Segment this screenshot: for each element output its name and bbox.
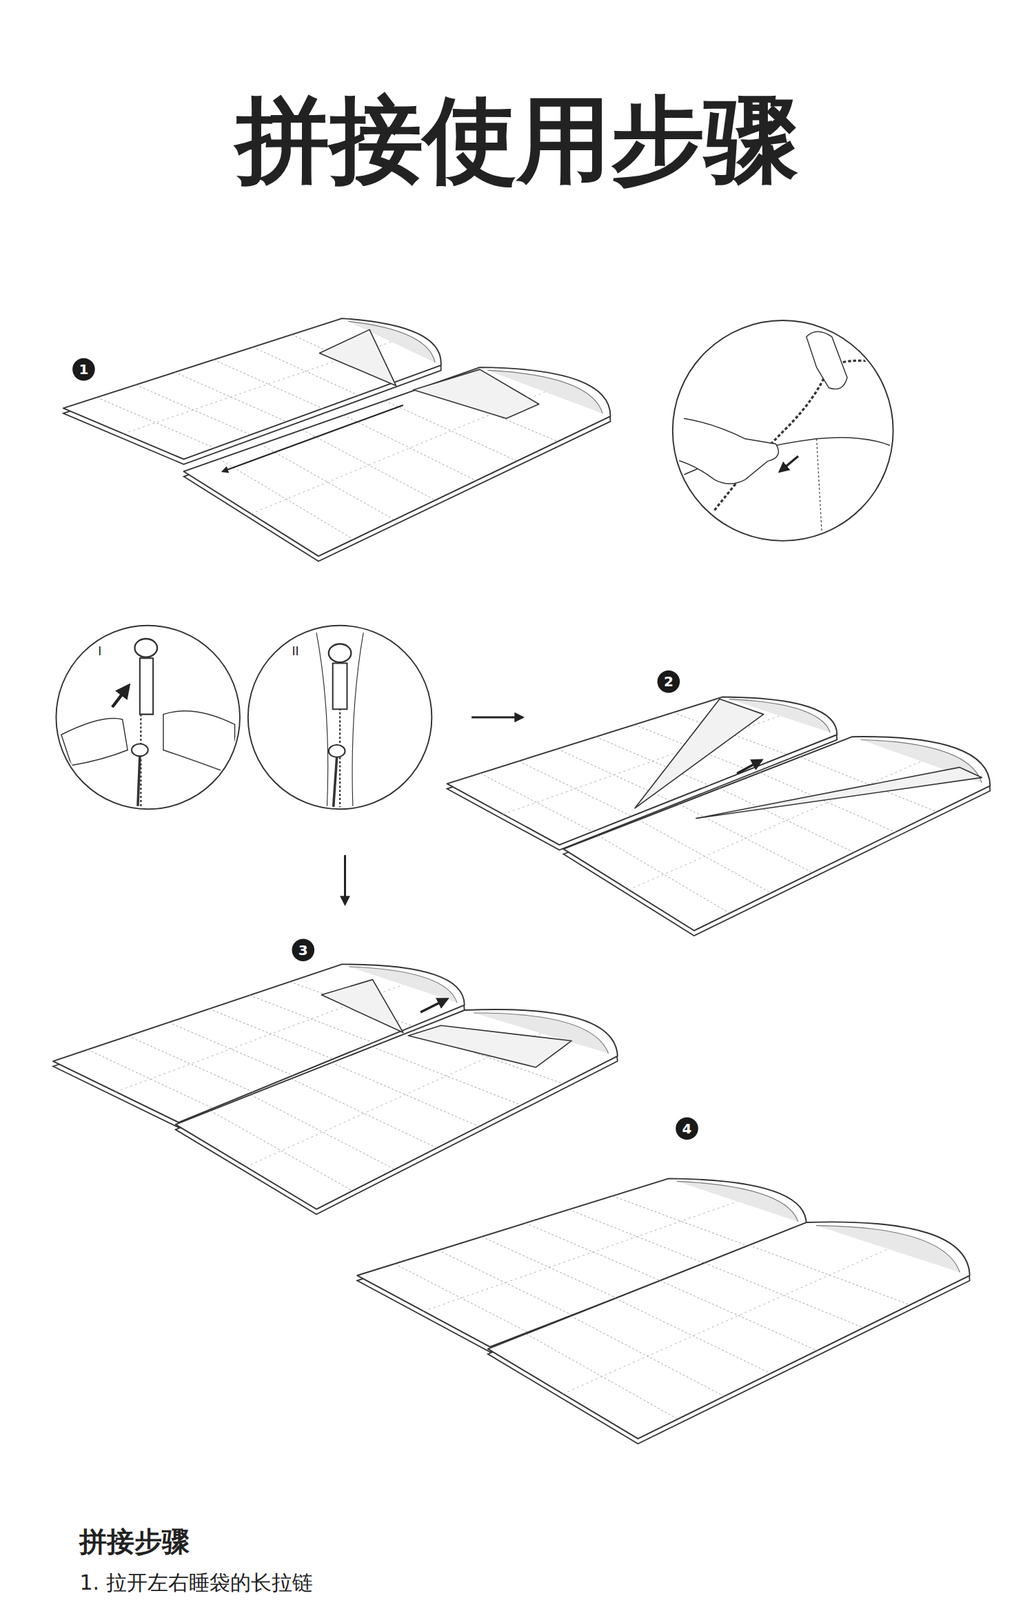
slider [139, 658, 154, 715]
quilt-line [128, 1036, 253, 1092]
quilt-line [208, 1009, 333, 1060]
slider-ring [328, 745, 346, 758]
sleeping-bag [184, 367, 611, 562]
quilt-line [250, 1095, 395, 1170]
direction-arrow [420, 999, 447, 1013]
step-markers [72, 358, 699, 1141]
direction-arrow [779, 456, 799, 472]
fabric-line [352, 632, 364, 817]
quilt-line [563, 1249, 889, 1395]
step-disc [657, 670, 681, 694]
direction-arrow [222, 405, 404, 472]
sleeping-bag [563, 736, 990, 937]
fabric-line [316, 632, 329, 817]
hood [816, 1226, 960, 1274]
open-flap [321, 980, 403, 1034]
direction-arrow [343, 855, 347, 905]
quilt-line [615, 1298, 771, 1374]
detail-circle [55, 625, 240, 810]
quilt-line [96, 397, 215, 449]
direction-arrow [736, 760, 762, 774]
detail-circle [672, 320, 894, 542]
quilt-line [301, 430, 435, 501]
step-disc [72, 358, 96, 382]
bag-outline [184, 367, 611, 557]
quilt-line [394, 1264, 528, 1333]
callout-number: 1 [78, 361, 89, 378]
quilt-line [438, 1250, 573, 1316]
slider-ring [328, 643, 352, 663]
quilt-line [598, 836, 731, 915]
open-flap [413, 369, 540, 419]
sleeping-bag [488, 1222, 970, 1445]
pull-cord [332, 757, 338, 817]
open-flap [408, 1025, 572, 1068]
slider-ring [131, 744, 149, 757]
page-title: 拼接使用步骤 [0, 90, 1034, 190]
sleeping-bags [53, 318, 990, 1445]
quilt-line [213, 359, 323, 409]
instruction-line: 1. 拉开左右睡袋的长拉链 [79, 1571, 313, 1595]
sleeping-bag [175, 1009, 618, 1215]
callout-number: 4 [682, 1121, 693, 1137]
quilt-line [480, 773, 593, 833]
quilt-line [519, 761, 633, 817]
quilt-line [219, 459, 354, 540]
open-flap [696, 767, 983, 819]
slider-ring [134, 639, 158, 658]
quilt-line [659, 1280, 817, 1352]
callout-number: 2 [663, 674, 674, 690]
quilt-line [135, 385, 251, 435]
step-disc [291, 938, 315, 962]
detail-insets [55, 320, 899, 817]
quilt-line [343, 415, 476, 482]
zipper [339, 704, 341, 817]
quilt-line [612, 1196, 750, 1248]
bag-outline [563, 736, 990, 931]
hand [673, 418, 779, 484]
quilt-line [210, 1111, 353, 1192]
callout-number: 3 [298, 943, 309, 959]
quilt-line [704, 1263, 864, 1329]
open-flap [634, 698, 764, 808]
hand [61, 718, 128, 766]
pull-cord [137, 756, 140, 807]
direction-arrow [112, 685, 129, 708]
slider [332, 663, 348, 711]
inset-label: II [291, 645, 299, 659]
hand [806, 331, 848, 389]
bag-outline [175, 1009, 618, 1210]
inset-label: I [97, 645, 102, 659]
step-disc [675, 1118, 699, 1141]
section-heading: 拼接步骤 [79, 1526, 190, 1558]
open-flap [319, 329, 396, 386]
hand [163, 711, 236, 777]
bag-outline [488, 1222, 970, 1440]
direction-arrow [471, 716, 523, 719]
seam [816, 439, 822, 531]
